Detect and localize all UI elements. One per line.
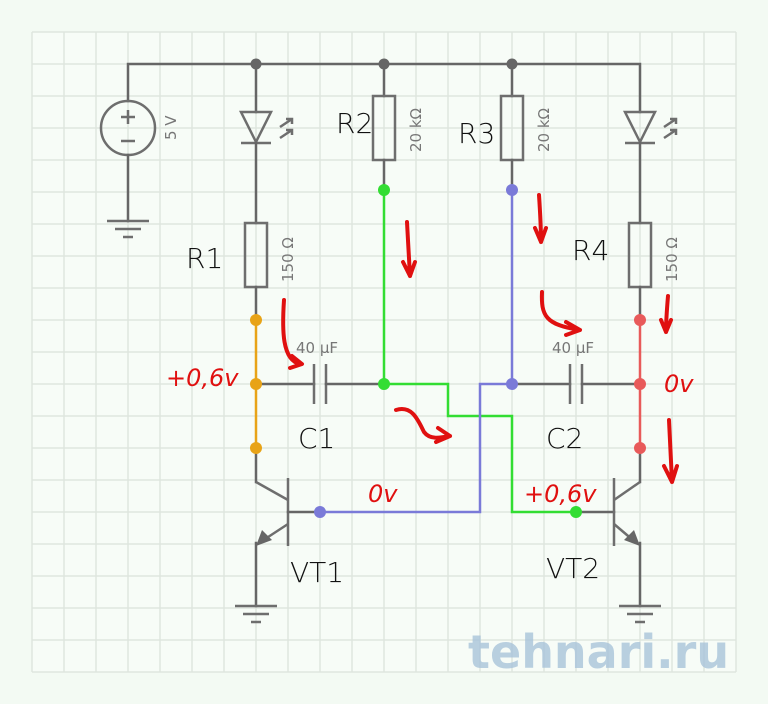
npn-transistor-vt2-icon bbox=[574, 478, 642, 608]
npn-transistor-vt1-icon bbox=[254, 478, 322, 608]
led-icon bbox=[622, 110, 678, 225]
c2-label: C2 bbox=[546, 422, 583, 455]
c1-value: 40 µF bbox=[296, 339, 338, 357]
arrow-icon bbox=[401, 220, 417, 278]
vt1-base-voltage: 0v bbox=[368, 480, 398, 508]
base-net-vt1 bbox=[320, 190, 514, 514]
c1-label: C1 bbox=[298, 422, 335, 455]
source-value: 5 V bbox=[162, 115, 180, 140]
r2-value: 20 kΩ bbox=[407, 108, 425, 152]
c2-value: 40 µF bbox=[552, 339, 594, 357]
arrow-icon bbox=[659, 294, 673, 334]
arrow-icon bbox=[539, 290, 582, 337]
led-icon bbox=[238, 62, 294, 225]
arrow-icon bbox=[394, 407, 452, 444]
arrow-icon bbox=[281, 298, 304, 370]
arrow-icon bbox=[662, 418, 679, 484]
r4-label: R4 bbox=[572, 234, 609, 267]
r3-label: R3 bbox=[458, 117, 495, 150]
vt1-label: VT1 bbox=[290, 556, 344, 589]
ground-icon bbox=[107, 219, 149, 239]
ground-icon bbox=[619, 604, 661, 624]
r1-label: R1 bbox=[186, 242, 223, 275]
arrow-icon bbox=[533, 193, 548, 244]
vt2-collector-voltage: 0v bbox=[664, 370, 694, 398]
current-arrows bbox=[281, 193, 679, 484]
vt2-label: VT2 bbox=[546, 552, 600, 585]
ground-icon bbox=[235, 604, 277, 624]
vt2-base-voltage: +0,6v bbox=[524, 480, 597, 508]
r2-label: R2 bbox=[336, 107, 373, 140]
watermark-logo: tehnari.ru bbox=[468, 625, 729, 679]
r4-value: 150 Ω bbox=[663, 237, 681, 282]
vt1-collector-voltage: +0,6v bbox=[166, 364, 239, 392]
dc-voltage-source-icon bbox=[99, 99, 157, 223]
r1-value: 150 Ω bbox=[279, 237, 297, 282]
junction-nodes bbox=[250, 58, 646, 518]
r3-value: 20 kΩ bbox=[535, 108, 553, 152]
